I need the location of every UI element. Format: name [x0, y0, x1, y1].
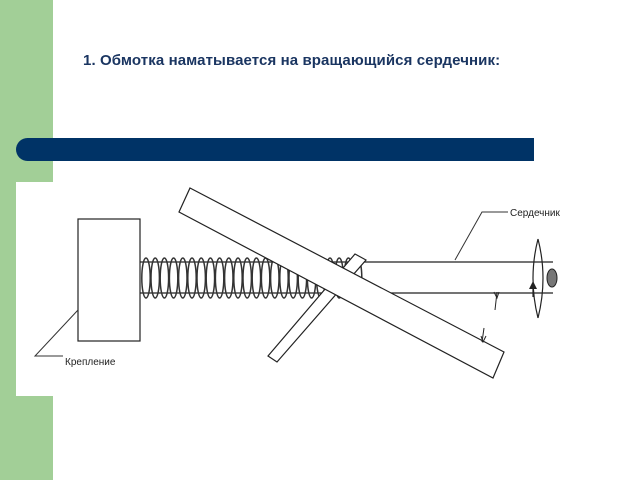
coil-turn [177, 257, 188, 299]
slide-title: 1. Обмотка наматывается на вращающийся с… [83, 52, 501, 69]
coil-turn [187, 257, 197, 299]
coil-turn [251, 257, 262, 299]
mount-block [77, 218, 141, 342]
coil-turn [260, 257, 271, 299]
guide-board [178, 187, 505, 379]
coil-turn [150, 257, 161, 299]
coil-turn [159, 257, 170, 299]
rod-end-cap [546, 268, 558, 288]
coil-turn [141, 257, 151, 299]
mount-label: Крепление [65, 357, 116, 368]
rotation-ellipse [532, 238, 539, 319]
coil-turn [196, 257, 207, 299]
coil-turn [223, 257, 234, 299]
coil-turn [168, 257, 179, 299]
coil-turn [205, 257, 216, 299]
coil-turn [214, 257, 225, 299]
title-underline-bar [16, 138, 534, 161]
coil-turn [233, 257, 243, 299]
core-label: Сердечник [510, 208, 560, 219]
mount-leader-line [33, 309, 79, 357]
coil-turn [242, 257, 253, 299]
core-leader-line [454, 211, 508, 261]
